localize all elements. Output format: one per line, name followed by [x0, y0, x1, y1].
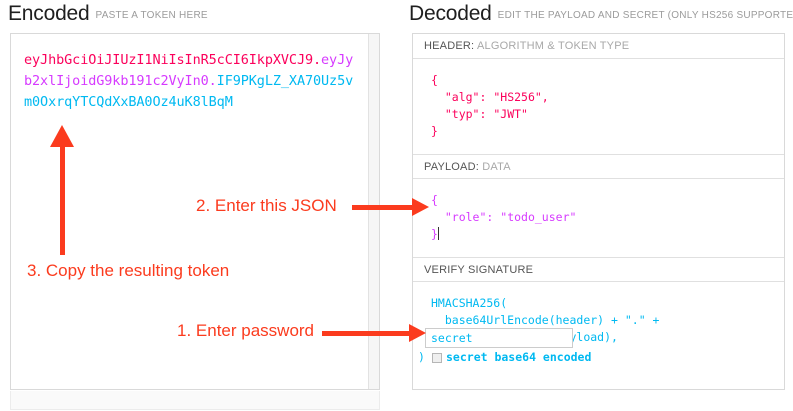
hmac-closing-paren: ) [418, 350, 425, 364]
annotation-step-3-text: 3. Copy the resulting token [27, 261, 230, 280]
header-key-typ: "typ" [444, 107, 480, 121]
token-payload-segment: eyJyb2xlIjoidG9kb191c2VyIn0 [24, 52, 354, 89]
payload-open-brace: { [431, 193, 438, 207]
header-value-alg: "HS256", [493, 90, 549, 104]
header-section-label-strong: HEADER: [424, 40, 475, 52]
text-caret [437, 227, 439, 240]
encoded-title: Encoded [8, 2, 90, 25]
header-section-label: HEADER: ALGORITHM & TOKEN TYPE [413, 34, 784, 59]
header-section-label-muted: ALGORITHM & TOKEN TYPE [476, 40, 630, 52]
header-close-brace: } [431, 124, 438, 138]
decoded-title: Decoded [409, 2, 492, 25]
header-sep-1: : [479, 90, 494, 104]
payload-section-label-muted: DATA [482, 161, 511, 173]
payload-key-role: "role" [444, 210, 487, 224]
encoded-panel-scrollbar[interactable] [368, 34, 379, 389]
verify-section-label: VERIFY SIGNATURE [413, 257, 784, 282]
header-sep-2: : [479, 107, 494, 121]
payload-close-brace: } [431, 227, 438, 241]
payload-value-role: "todo_user" [500, 210, 577, 224]
payload-section-label: PAYLOAD: DATA [413, 154, 784, 179]
payload-sep-1: : [486, 210, 501, 224]
decoded-column-header: Decoded EDIT THE PAYLOAD AND SECRET (ONLY… [409, 2, 793, 26]
encoded-panel-footer [10, 391, 380, 410]
header-value-typ: "JWT" [493, 107, 528, 121]
encoded-token-text[interactable]: eyJhbGciOiJIUzI1NiIsInR5cCI6IkpXVCJ9.eyJ… [24, 50, 354, 113]
annotation-step-3-arrow-icon [50, 125, 74, 255]
secret-base64-checkbox[interactable] [432, 353, 442, 363]
token-header-segment: eyJhbGciOiJIUzI1NiIsInR5cCI6IkpXVCJ9 [24, 52, 313, 68]
annotation-step-1-arrow-icon [322, 324, 426, 342]
header-key-alg: "alg" [444, 90, 480, 104]
encoded-token-panel[interactable]: eyJhbGciOiJIUzI1NiIsInR5cCI6IkpXVCJ9.eyJ… [10, 33, 380, 390]
annotation-step-1-text: 1. Enter password [177, 321, 315, 340]
secret-base64-label[interactable]: secret base64 encoded [446, 350, 592, 364]
decoded-subtitle: EDIT THE PAYLOAD AND SECRET (ONLY HS256 … [497, 10, 793, 21]
token-separator-2: . [208, 73, 217, 89]
token-separator-1: . [313, 52, 322, 68]
secret-input[interactable] [425, 328, 573, 348]
annotation-step-2-arrow-icon [352, 198, 429, 216]
payload-section-label-strong: PAYLOAD: [424, 161, 479, 173]
verify-section-label-strong: VERIFY SIGNATURE [424, 264, 534, 276]
encoded-subtitle: PASTE A TOKEN HERE [95, 10, 208, 21]
annotation-step-2-text: 2. Enter this JSON [196, 196, 337, 215]
hmac-line-2: base64UrlEncode(header) + "." + [431, 313, 660, 327]
payload-json-editor[interactable]: { "role": "todo_user" } [413, 179, 784, 257]
token-signature-segment: IF9PKgLZ_XA70Uz5vm0OxrqYTCQdXxBA0Oz4uK8l… [24, 73, 354, 110]
hmac-line-1: HMACSHA256( [431, 296, 508, 310]
header-json-editor[interactable]: { "alg": "HS256", "typ": "JWT" } [413, 59, 784, 154]
header-open-brace: { [431, 73, 438, 87]
encoded-column-header: Encoded PASTE A TOKEN HERE [8, 2, 208, 26]
